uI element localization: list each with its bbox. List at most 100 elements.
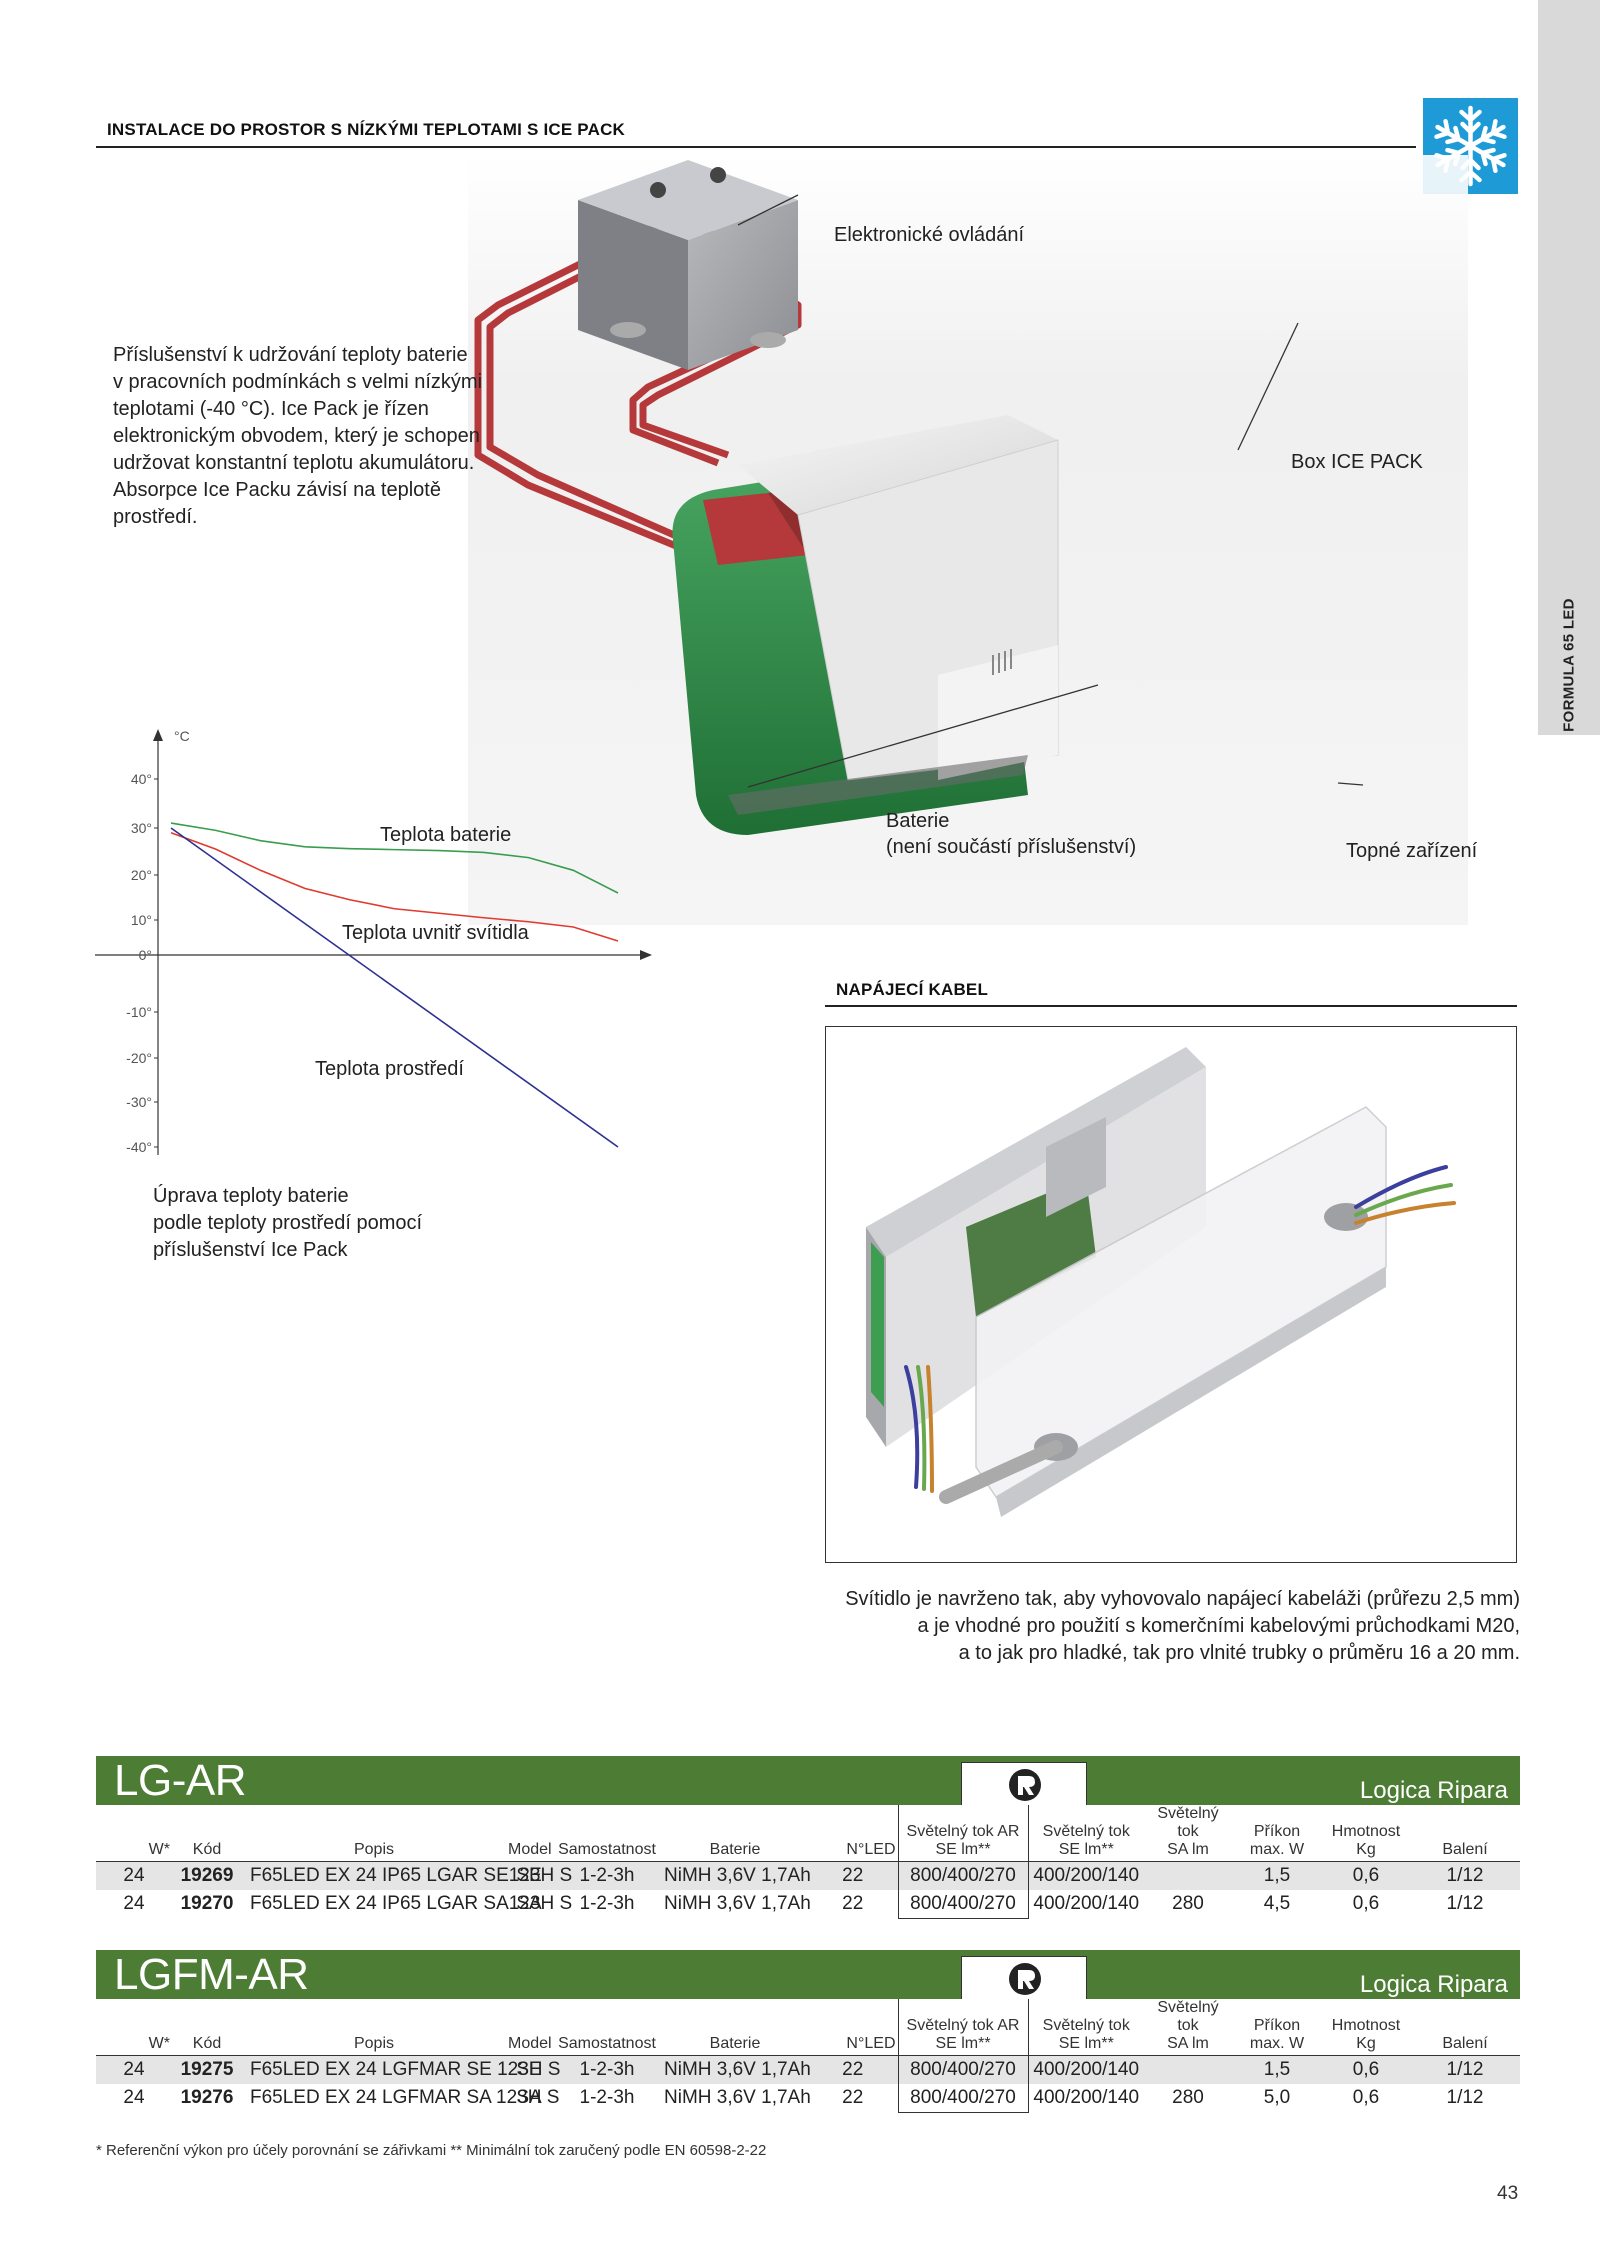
power-cable-photo <box>825 1026 1517 1563</box>
column-header: Popis <box>353 2035 395 2052</box>
y-axis-arrow <box>153 729 163 741</box>
ripara-logo-icon <box>1009 1963 1041 1995</box>
brand-logo-box <box>961 1956 1087 1999</box>
cell-battery: NiMH 3,6V 1,7Ah <box>664 2087 811 2109</box>
cell-flux-se: 400/200/140 <box>1033 1893 1140 1915</box>
cell-w: 24 <box>123 2087 145 2109</box>
power-cable-wires <box>904 1165 1456 1493</box>
cell-model: SA <box>516 2087 542 2109</box>
cell-weight: 0,6 <box>1322 1861 1410 1890</box>
column-header: N°LED <box>846 2035 896 2052</box>
cell-code: 19276 <box>180 2087 234 2109</box>
column-header: Baterie <box>709 1841 761 1858</box>
y-tick-label: -30° <box>126 1094 152 1110</box>
y-tick-label: 0° <box>139 947 152 963</box>
callout-electronic-control: Elektronické ovládání <box>834 224 1025 246</box>
cell-power: 4,5 <box>1263 1893 1291 1915</box>
cell-code: 19270 <box>180 1893 234 1915</box>
cell-autonomy: 1-2-3h <box>552 1861 662 1890</box>
cell-power: 1,5 <box>1232 1861 1322 1890</box>
product-header-lgfm-ar: LGFM-AR Logica Ripara <box>96 1950 1520 1999</box>
side-tab-label: FORMULA 65 LED <box>1560 598 1578 732</box>
cell-flux-se: 400/200/140 <box>1028 1861 1144 1890</box>
cell-w: 24 <box>123 1893 145 1915</box>
cell-weight: 0,6 <box>1352 1893 1380 1915</box>
cell-weight: 0,6 <box>1352 2087 1380 2109</box>
y-tick-label: -40° <box>126 1139 152 1155</box>
cell-power: 5,0 <box>1263 2087 1291 2109</box>
y-tick-label: 20° <box>131 867 152 883</box>
cell-code: 19269 <box>172 1861 242 1890</box>
column-header: Samostatnost <box>558 2035 656 2052</box>
luminaire-open-illustration <box>826 1027 1516 1562</box>
cell-battery: NiMH 3,6V 1,7Ah <box>662 1861 811 1890</box>
cell-flux-se: 400/200/140 <box>1033 2087 1140 2109</box>
product-header-lg-ar: LG-AR Logica Ripara <box>96 1756 1520 1805</box>
x-axis-arrow <box>640 950 652 960</box>
callout-battery: Baterie (není součástí příslušenství) <box>886 810 1137 858</box>
cell-flux-ar: 800/400/270 <box>897 2055 1029 2084</box>
cell-flux-sa: 280 <box>1172 1893 1204 1915</box>
column-header: Kód <box>192 2035 222 2052</box>
series-label: Teplota uvnitř svítidla <box>342 922 530 944</box>
column-header: W* <box>148 2035 170 2052</box>
chart-labels: °C40°30°20°10°0°-10°-20°-30°-40°Teplota … <box>126 728 529 1155</box>
ice-pack-illustration <box>468 155 1468 925</box>
callout-ice-pack-box: Box ICE PACK <box>1291 451 1423 473</box>
column-header: Baterie <box>709 2035 761 2052</box>
column-header: Popis <box>353 1841 395 1858</box>
temperature-chart: °C40°30°20°10°0°-10°-20°-30°-40°Teplota … <box>95 728 652 1155</box>
column-header: Balení <box>1442 2035 1488 2052</box>
intro-paragraph: Příslušenství k udržování teploty bateri… <box>113 344 483 528</box>
cell-weight: 0,6 <box>1322 2055 1410 2084</box>
cell-flux-ar: 800/400/270 <box>897 2084 1029 2113</box>
footnote: * Referenční výkon pro účely porovnání s… <box>96 2142 767 2159</box>
brand-logo-box <box>961 1762 1087 1805</box>
brand-name: Logica Ripara <box>1359 1971 1508 1998</box>
cell-desc: F65LED EX 24 LGFMAR SE 123H S <box>242 2055 560 2084</box>
side-tab <box>1538 0 1600 735</box>
series-label: Teplota prostředí <box>315 1058 464 1080</box>
y-tick-label: -20° <box>126 1050 152 1066</box>
chart-lines <box>170 822 619 1148</box>
section-title-power-cable: NAPÁJECÍ KABEL <box>836 980 989 999</box>
cell-model: SE <box>506 1861 552 1890</box>
series-line <box>170 822 619 894</box>
y-tick-label: 40° <box>131 771 152 787</box>
section-title-ice-pack: INSTALACE DO PROSTOR S NÍZKÝMI TEPLOTAMI… <box>107 120 626 139</box>
power-cable-description: Svítidlo je navrženo tak, aby vyhovovalo… <box>845 1588 1520 1664</box>
cell-model: SE <box>506 2055 552 2084</box>
page-number: 43 <box>1497 2183 1519 2204</box>
y-tick-label: 10° <box>131 912 152 928</box>
electronic-control-box <box>578 160 798 370</box>
cell-autonomy: 1-2-3h <box>579 1893 635 1915</box>
chart-axes <box>95 729 652 1155</box>
series-line <box>170 831 619 942</box>
cell-model: SA <box>516 1893 542 1915</box>
cell-flux-sa <box>1144 2055 1232 2084</box>
cell-pack: 1/12 <box>1446 2087 1484 2109</box>
cell-flux-sa <box>1144 1861 1232 1890</box>
ripara-logo-icon <box>1009 1769 1041 1801</box>
product-name: LG-AR <box>114 1756 246 1805</box>
cell-pack: 1/12 <box>1410 2055 1520 2084</box>
cell-desc: F65LED EX 24 IP65 LGAR SA123H S <box>250 1893 573 1915</box>
section-rule-2 <box>825 1005 1517 1007</box>
cell-autonomy: 1-2-3h <box>552 2055 662 2084</box>
callout-heater: Topné zařízení <box>1346 840 1478 862</box>
cell-pack: 1/12 <box>1446 1893 1484 1915</box>
cell-battery: NiMH 3,6V 1,7Ah <box>664 1893 811 1915</box>
